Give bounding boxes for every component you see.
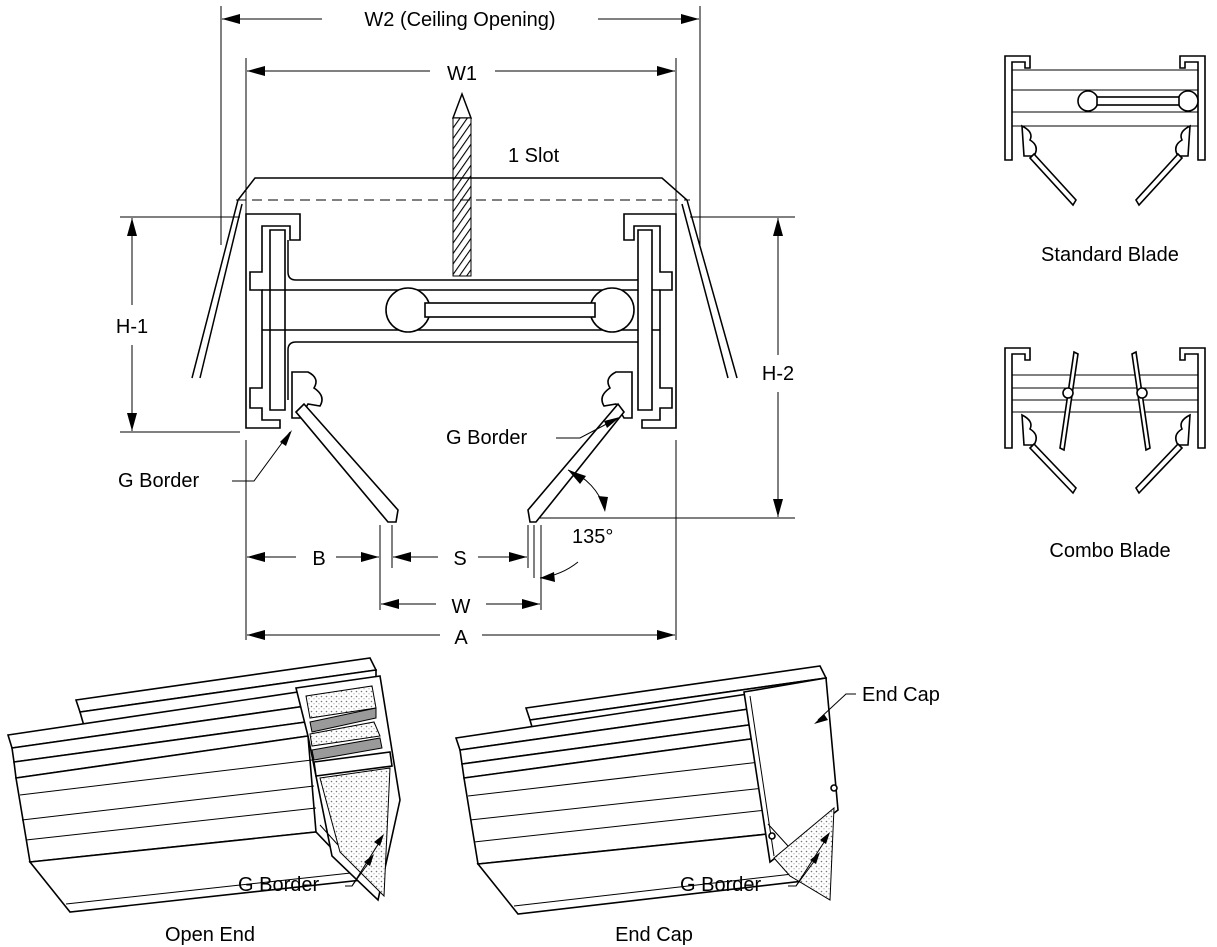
main-section: W2 (Ceiling Opening) W1 1 Slot	[116, 6, 795, 649]
standard-blade-detail: Standard Blade	[1004, 55, 1206, 266]
g-border-left-label: G Border	[118, 470, 199, 492]
end-cap-isometric: End Cap G Border End Cap	[454, 665, 940, 946]
h2-dimension: H-2	[540, 216, 795, 519]
g-border-right-label: G Border	[446, 427, 527, 449]
left-g-border	[294, 402, 399, 523]
a-label: A	[454, 627, 468, 649]
right-g-border	[527, 402, 626, 523]
right-extrusion	[601, 213, 677, 429]
w1-label: W1	[447, 63, 477, 85]
h1-label: H-1	[116, 316, 148, 338]
b-s-dimension: B S	[245, 440, 542, 640]
open-end-isometric: G Border Open End	[6, 657, 401, 946]
s-label: S	[453, 548, 466, 570]
w1-dimension: W1	[245, 58, 677, 238]
combo-blade-label: Combo Blade	[1049, 540, 1170, 562]
w-label: W	[452, 596, 471, 618]
b-label: B	[312, 548, 325, 570]
standard-blade-label: Standard Blade	[1041, 244, 1179, 266]
end-cap-label: End Cap	[615, 924, 693, 946]
w-dimension: W	[381, 596, 540, 618]
slot-label: 1 Slot	[508, 145, 560, 167]
mounting-flange	[191, 177, 738, 379]
h1-dimension: H-1	[116, 216, 240, 433]
h2-label: H-2	[762, 363, 794, 385]
center-blade	[385, 287, 635, 333]
open-end-label: Open End	[165, 924, 255, 946]
open-end-g-border-label: G Border	[238, 874, 319, 896]
w2-label: W2 (Ceiling Opening)	[364, 9, 555, 31]
hanger-rod	[451, 91, 473, 277]
angle-dimension: 135°	[539, 469, 613, 582]
w2-dimension: W2 (Ceiling Opening)	[220, 6, 701, 245]
angle-label: 135°	[572, 526, 613, 548]
end-cap-callout-label: End Cap	[862, 684, 940, 706]
combo-blade-detail: Combo Blade	[1004, 347, 1206, 562]
end-cap-g-border-label: G Border	[680, 874, 761, 896]
a-dimension: A	[247, 440, 677, 649]
